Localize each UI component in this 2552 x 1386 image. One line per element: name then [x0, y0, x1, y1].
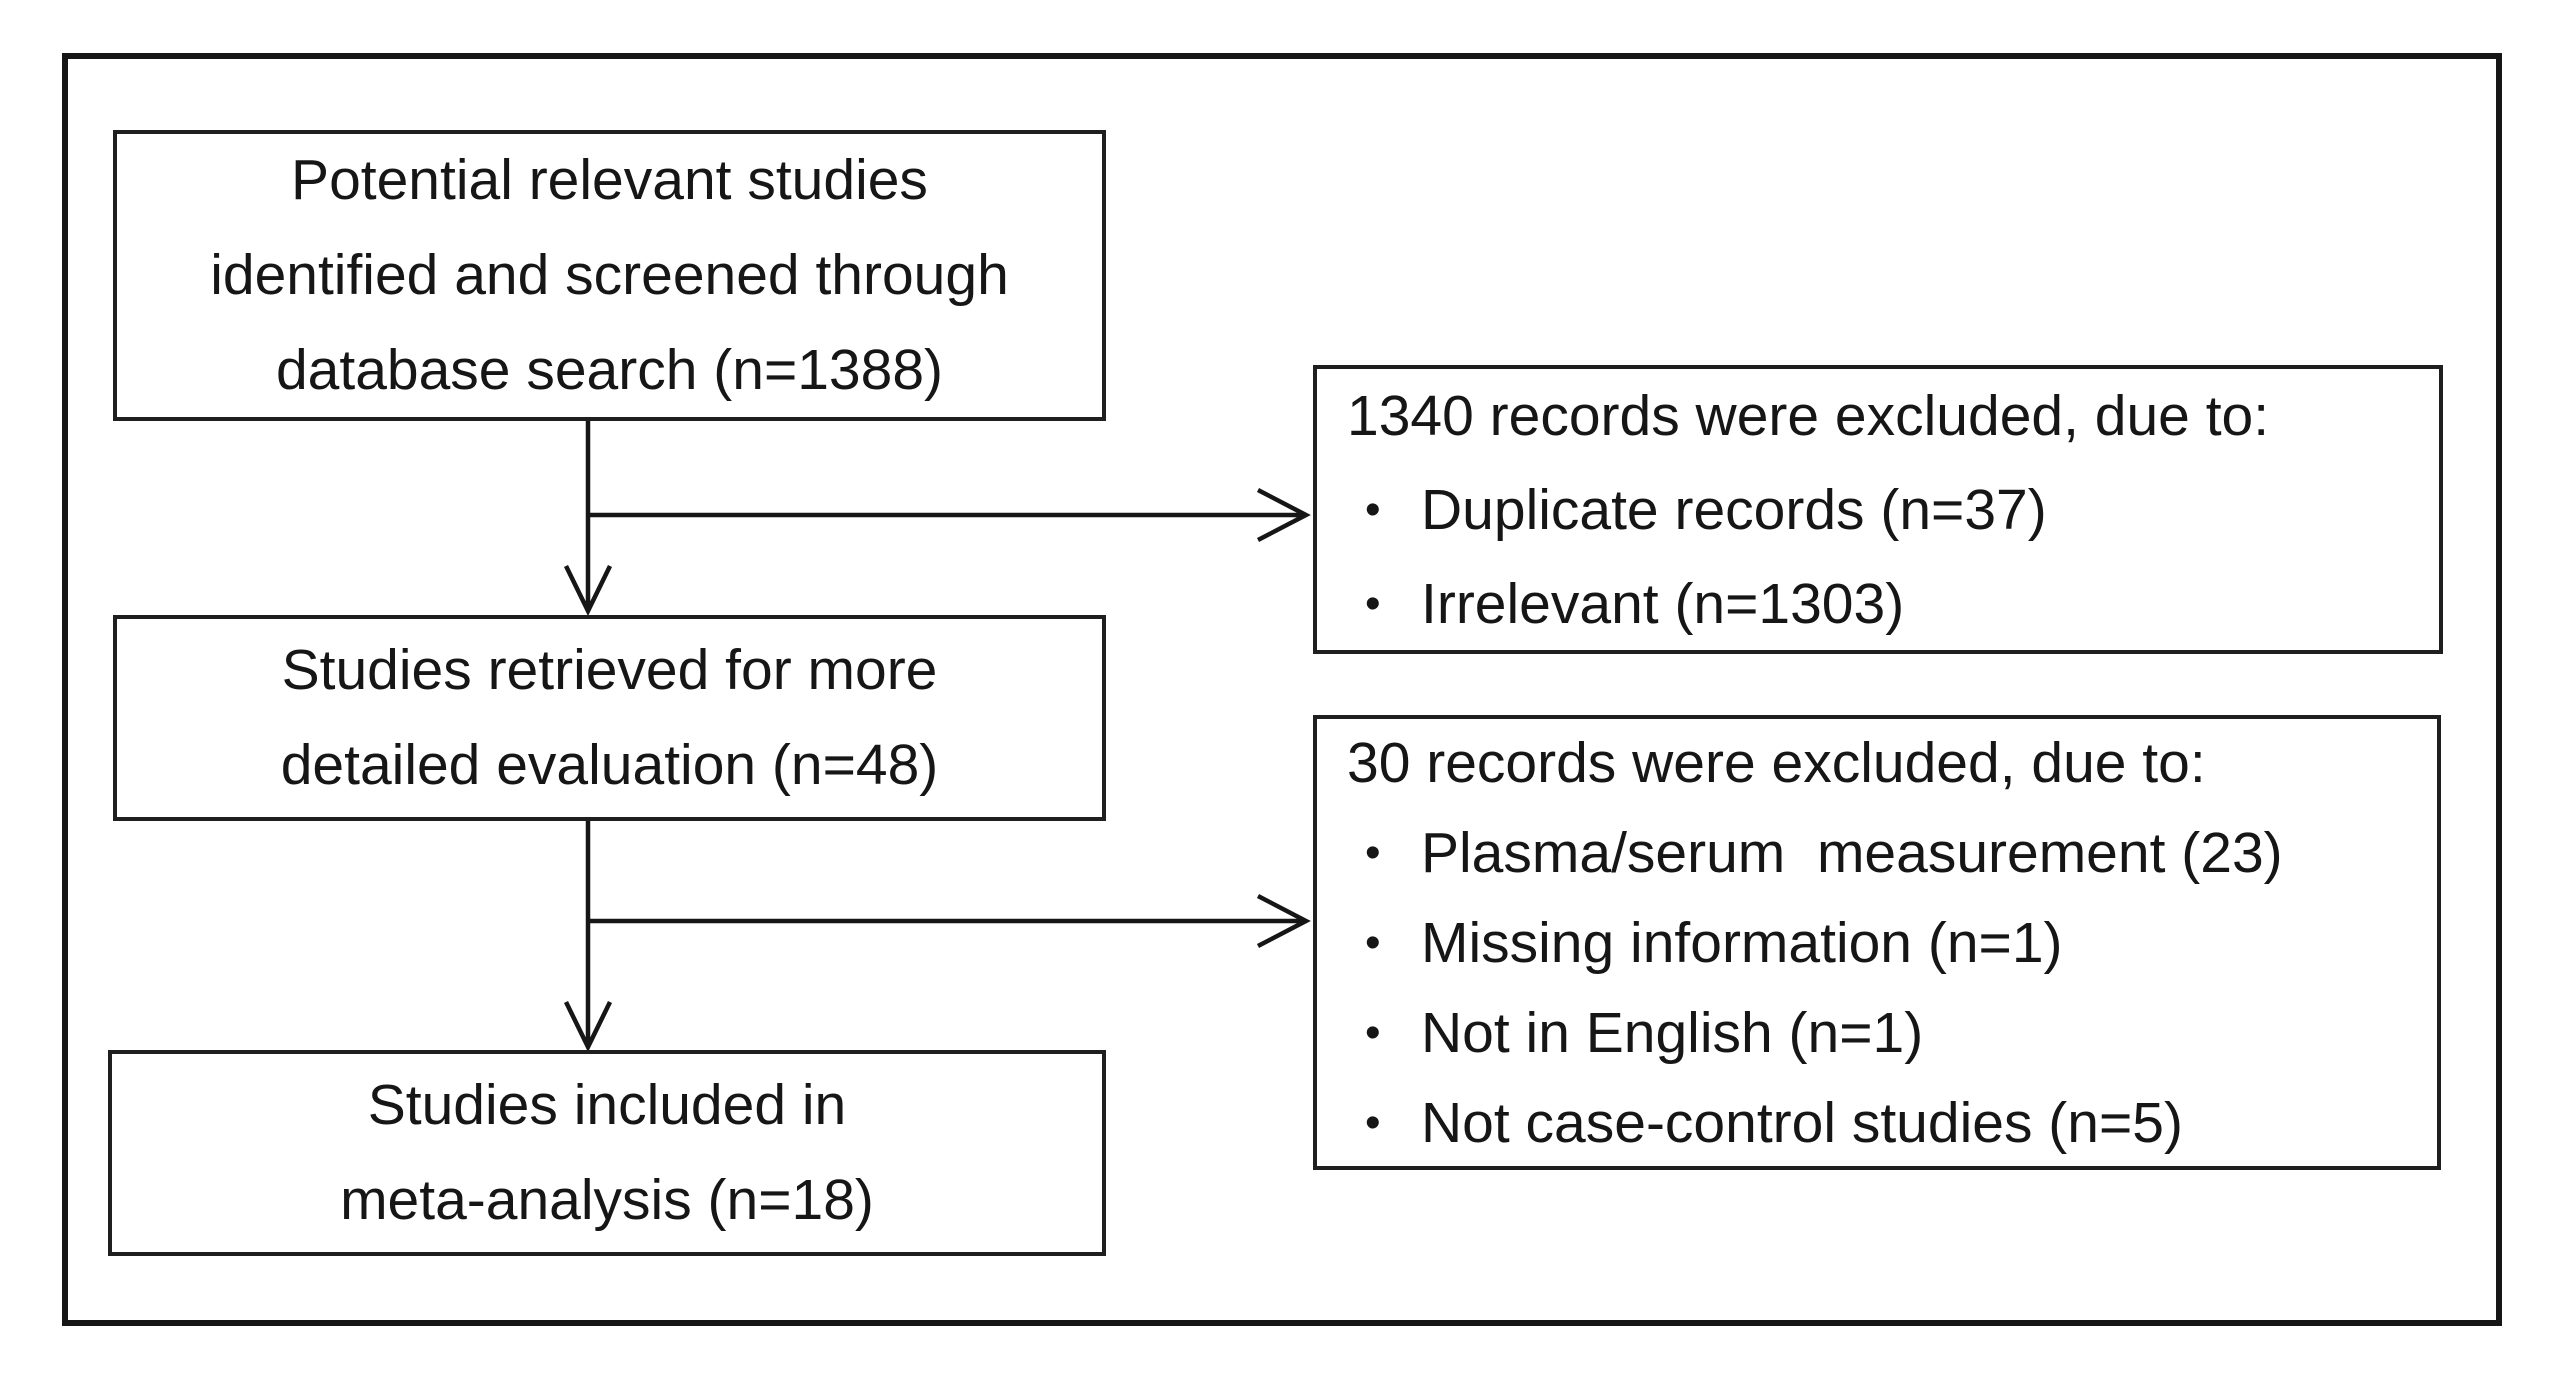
box-text-line: meta-analysis (n=18): [340, 1168, 874, 1232]
bullet-item: • Not in English (n=1): [1317, 988, 2437, 1078]
arrow-branch-excluded-screening: [588, 488, 1311, 542]
bullet-text: Plasma/serum measurement (23): [1421, 820, 2283, 885]
box-text-line: Studies included in: [367, 1073, 847, 1137]
bullet-item: • Irrelevant (n=1303): [1317, 557, 2439, 651]
box-retrieved-studies: Studies retrieved for more detailed eval…: [113, 615, 1106, 821]
bullet-item: • Plasma/serum measurement (23): [1317, 808, 2437, 898]
bullet-icon: •: [1365, 1007, 1381, 1057]
box-identified-studies: Potential relevant studies identified an…: [113, 130, 1106, 421]
bullet-text: Duplicate records (n=37): [1421, 477, 2047, 542]
bullet-icon: •: [1365, 827, 1381, 877]
bullet-text: Irrelevant (n=1303): [1421, 571, 1905, 636]
bullet-icon: •: [1365, 484, 1381, 534]
box-excluded-evaluation: 30 records were excluded, due to: • Plas…: [1313, 715, 2441, 1170]
box-text-line: identified and screened through: [210, 243, 1009, 307]
exclusion-title: 30 records were excluded, due to:: [1347, 730, 2206, 795]
bullet-icon: •: [1365, 1097, 1381, 1147]
box-text-line: Studies retrieved for more: [281, 638, 938, 702]
arrow-branch-excluded-evaluation: [588, 894, 1311, 948]
diagram-frame: [62, 53, 2502, 1326]
bullet-text: Not in English (n=1): [1421, 1000, 1924, 1065]
box-excluded-screening: 1340 records were excluded, due to: • Du…: [1313, 365, 2443, 654]
box-included-studies: Studies included in meta-analysis (n=18): [108, 1050, 1106, 1256]
box-text-line: detailed evaluation (n=48): [280, 733, 939, 797]
bullet-item: • Duplicate records (n=37): [1317, 463, 2439, 557]
bullet-icon: •: [1365, 578, 1381, 628]
bullet-item: • Not case-control studies (n=5): [1317, 1078, 2437, 1168]
bullet-item: • Missing information (n=1): [1317, 898, 2437, 988]
bullet-text: Missing information (n=1): [1421, 910, 2063, 975]
box-text-line: Potential relevant studies: [291, 148, 928, 212]
bullet-text: Not case-control studies (n=5): [1421, 1090, 2183, 1155]
box-text-line: database search (n=1388): [275, 338, 944, 402]
exclusion-title: 1340 records were excluded, due to:: [1347, 383, 2270, 448]
bullet-icon: •: [1365, 917, 1381, 967]
arrow-retrieved-to-included: [563, 819, 613, 1053]
